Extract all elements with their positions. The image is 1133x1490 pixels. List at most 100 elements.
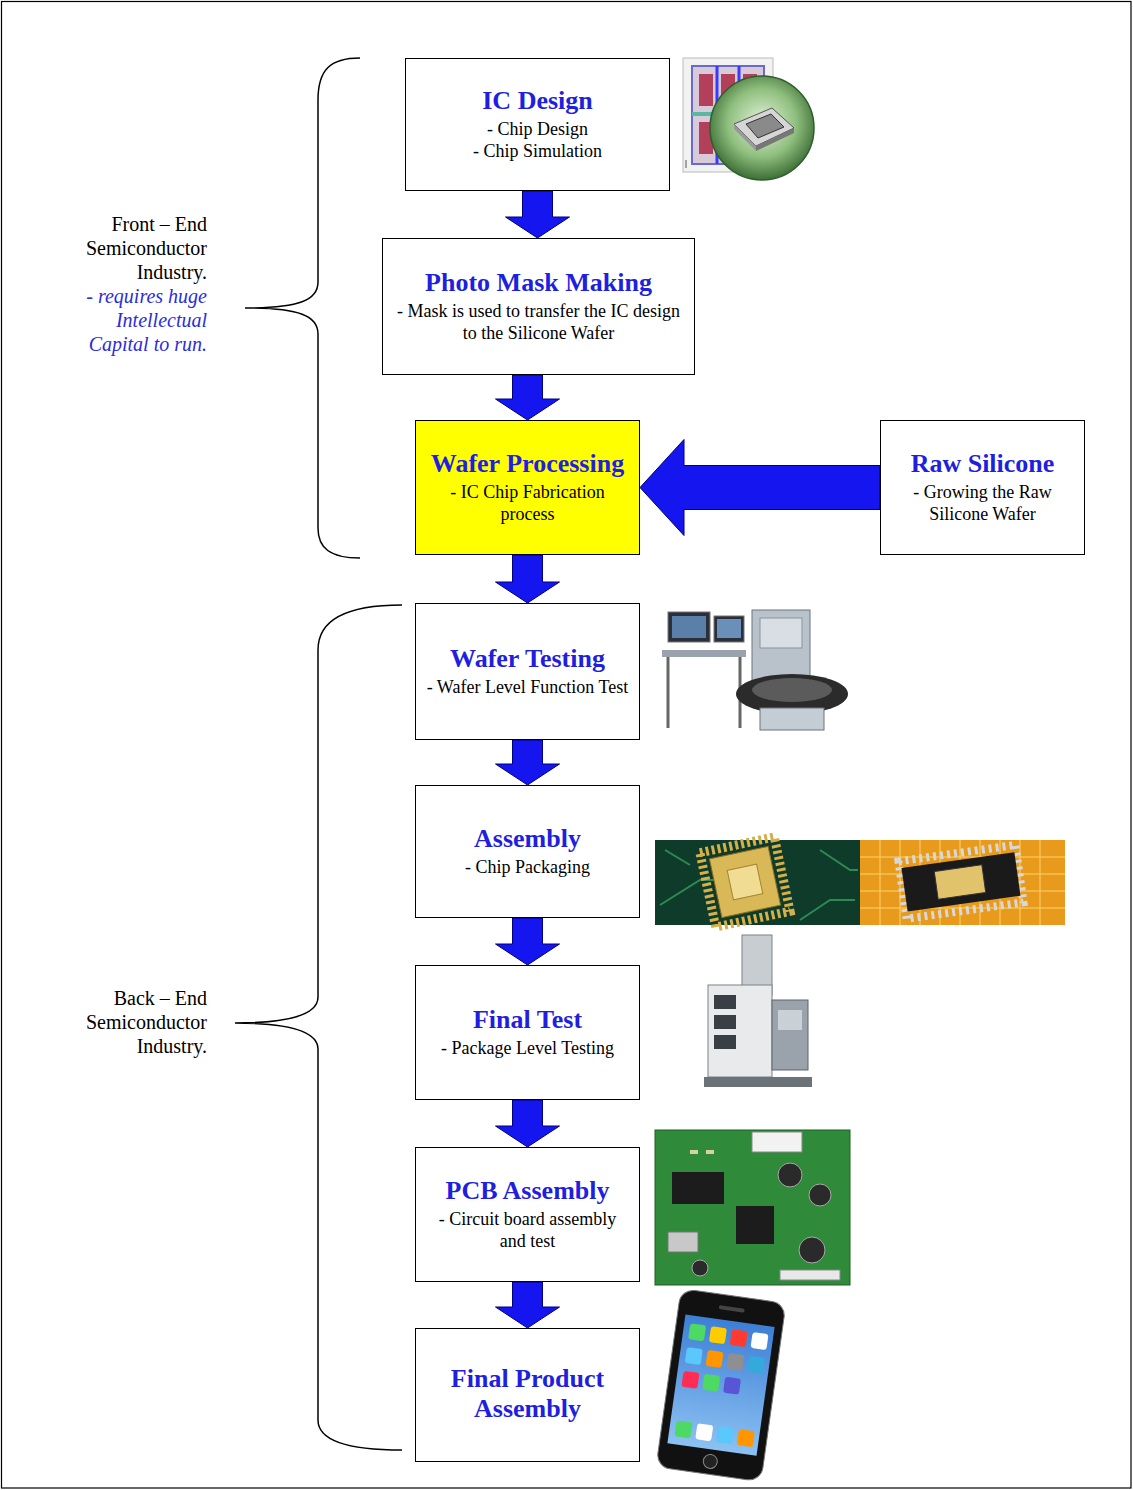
tester-chuck: [752, 678, 832, 702]
app-icon: [688, 1323, 706, 1341]
tester-screen: [672, 616, 706, 638]
mask-chip: [734, 108, 794, 146]
app-icon: [723, 1377, 741, 1395]
block-arrow: [496, 1100, 560, 1147]
section-note: - requires huge Intellectual Capital to …: [52, 284, 207, 356]
box-heading: Photo Mask Making: [425, 268, 652, 298]
qfp-chip: [700, 837, 790, 927]
label-group: Front – End Semiconductor Industry.- req…: [52, 212, 207, 356]
mask-chip-core: [746, 114, 784, 138]
block-arrow: [496, 555, 560, 603]
test-head: [772, 1000, 808, 1070]
tester-monitor: [668, 612, 710, 642]
block-arrow: [496, 740, 560, 785]
app-icon: [709, 1326, 727, 1344]
box-heading: Final Test: [473, 1005, 582, 1035]
box-description: - Circuit board assembly and test: [426, 1209, 629, 1252]
tester-monitor: [714, 616, 744, 642]
qfp-photo-bg: [655, 840, 860, 925]
section-label: Back – End Semiconductor Industry.: [52, 986, 207, 1058]
pcb-connector: [752, 1132, 802, 1152]
section-label: Front – End Semiconductor Industry.: [52, 212, 207, 284]
tester-desk: [662, 650, 746, 657]
process-box: PCB Assembly- Circuit board assembly and…: [415, 1147, 640, 1282]
tester-leg: [667, 657, 670, 728]
photo-mask-image: [710, 76, 814, 180]
qfp-pins: [700, 837, 790, 927]
box-description: - Package Level Testing: [441, 1038, 614, 1060]
process-box: Photo Mask Making- Mask is used to trans…: [382, 238, 695, 375]
app-icon: [730, 1329, 748, 1347]
qfp-die: [727, 864, 763, 900]
app-icon: [695, 1423, 713, 1441]
pcb-ic: [672, 1172, 724, 1204]
pcb-resistor: [706, 1150, 714, 1154]
dip-photo-bg: [860, 840, 1065, 925]
box-description: - Mask is used to transfer the IC design…: [393, 301, 684, 344]
process-box: Wafer Testing - Wafer Level Function Test: [415, 603, 640, 740]
handler-base: [704, 1077, 812, 1087]
app-icon: [685, 1347, 703, 1365]
handler-slot: [714, 1035, 736, 1049]
box-heading: Wafer Processing: [431, 449, 624, 479]
block-arrow: [506, 191, 570, 238]
process-box: Final Test - Package Level Testing: [415, 965, 640, 1100]
phone-speaker: [719, 1305, 745, 1313]
test-head-panel: [778, 1010, 802, 1030]
handler-body: [708, 985, 772, 1077]
pcb-header: [780, 1270, 840, 1280]
box-heading: Final Product Assembly: [426, 1364, 629, 1424]
block-arrow: [496, 1282, 560, 1328]
final-test-image: [704, 935, 812, 1087]
box-description: - Wafer Level Function Test: [427, 677, 629, 699]
pcb-capacitor: [809, 1184, 831, 1206]
input-box: Raw Silicone- Growing the Raw Silicone W…: [880, 420, 1085, 555]
process-box: Final Product Assembly: [415, 1328, 640, 1462]
block-arrow: [496, 918, 560, 965]
app-icon: [750, 1332, 768, 1350]
handler-slot: [714, 1015, 736, 1029]
dip-window: [934, 865, 985, 899]
box-heading: IC Design: [482, 86, 593, 116]
box-heading: PCB Assembly: [446, 1176, 610, 1206]
app-icon: [674, 1420, 692, 1438]
pcb-crystal: [668, 1232, 698, 1252]
box-description: - IC Chip Fabrication process: [426, 482, 629, 525]
box-heading: Assembly: [474, 824, 581, 854]
pcb-resistor: [690, 1150, 698, 1154]
dip-pins: [899, 845, 1024, 919]
process-box: Assembly - Chip Packaging: [415, 785, 640, 918]
dip-body: [901, 852, 1020, 911]
app-icon: [726, 1353, 744, 1371]
mask-chip-side: [734, 124, 756, 151]
pcb-capacitor: [799, 1237, 825, 1263]
phone-image: [656, 1289, 786, 1482]
phone-body: [656, 1289, 786, 1482]
box-description: - Chip Design: [487, 119, 588, 141]
block-arrow: [496, 375, 560, 420]
box-description: - Chip Simulation: [473, 141, 602, 163]
phone-screen: [667, 1315, 774, 1456]
ic-layout-block: [699, 74, 713, 106]
process-box: IC Design - Chip Design- Chip Simulation: [405, 58, 670, 191]
box-heading: Raw Silicone: [911, 449, 1055, 479]
tester-screen: [717, 619, 741, 638]
app-icon: [706, 1350, 724, 1368]
handler-slot: [714, 995, 736, 1009]
wafer-tester-image: [662, 610, 848, 730]
dip-chip: [899, 845, 1024, 919]
pcb-capacitor: [692, 1260, 708, 1276]
box-description: - Chip Packaging: [465, 857, 590, 879]
mask-disc: [710, 76, 814, 180]
highlighted-process-box: Wafer Processing- IC Chip Fabrication pr…: [415, 420, 640, 555]
app-icon: [747, 1356, 765, 1374]
dip-photo-grid: [860, 840, 1065, 925]
app-icon: [681, 1371, 699, 1389]
label-group: Back – End Semiconductor Industry.: [52, 986, 207, 1058]
box-heading: Wafer Testing: [450, 644, 605, 674]
chip-package-images: [655, 837, 1065, 927]
pcb-image: [655, 1130, 850, 1285]
pcb-board: [655, 1130, 850, 1285]
